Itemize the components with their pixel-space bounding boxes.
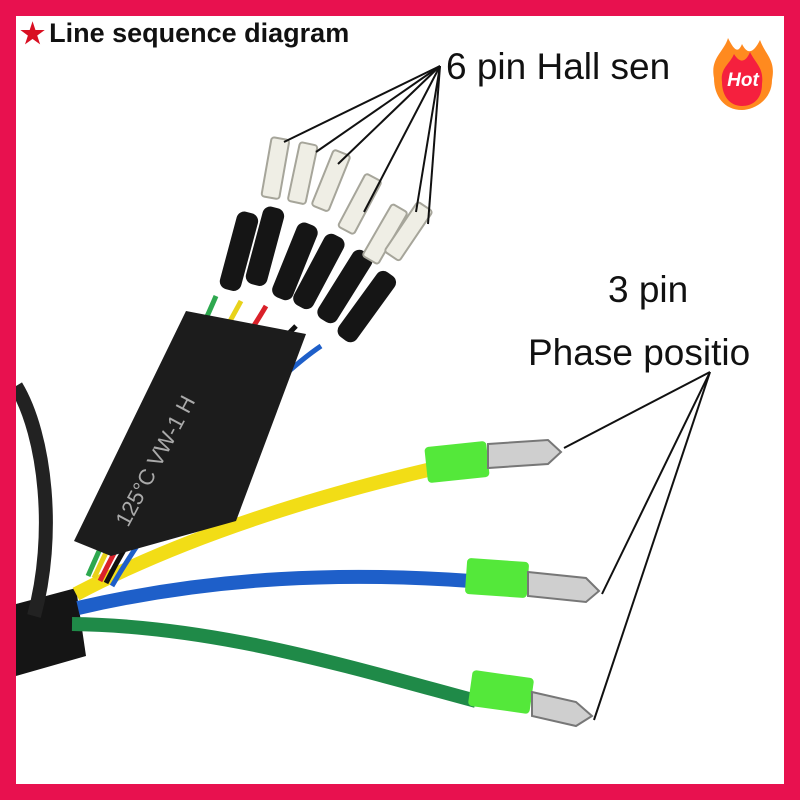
hall-pointer-lines [283,65,441,225]
hot-badge: Hot [702,30,784,112]
star-icon: ★ [20,17,46,49]
blue-phase-wire [76,569,472,615]
main-cable [16,588,86,676]
phase-label-line1: 3 pin [608,269,689,310]
title-text: Line sequence diagram [49,18,350,48]
phase-connectors [424,441,534,714]
page-title: ★ Line sequence diagram [20,18,349,49]
hot-badge-text: Hot [727,70,759,91]
hall-connectors [219,206,397,343]
flame-icon [713,38,773,110]
heat-shrink-sleeve [74,311,306,556]
hall-sensor-label: 6 pin Hall sen [446,46,671,87]
phase-pointer-lines [563,371,711,721]
product-image: 125°C VW-1 H [16,16,784,784]
phase-label-line2: Phase positio [528,332,751,373]
wire-photo: 125°C VW-1 H [16,65,711,728]
background-cable [16,382,53,618]
green-phase-wire [71,617,478,708]
phase-pins [487,438,601,728]
hall-terminals [260,136,433,265]
